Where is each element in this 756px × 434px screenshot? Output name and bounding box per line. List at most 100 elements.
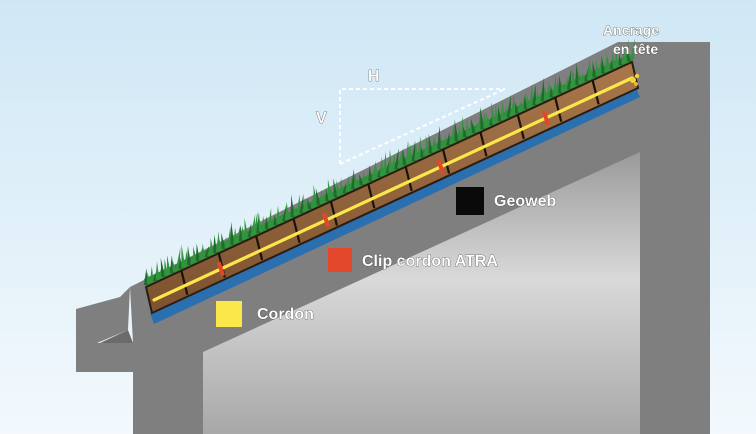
grass-blade xyxy=(526,93,531,108)
grass-blade xyxy=(195,243,200,262)
grass-blade xyxy=(353,174,358,188)
grass-blade xyxy=(313,184,318,207)
grass-blade xyxy=(261,215,266,231)
grass-blade xyxy=(589,61,594,79)
grass-blade xyxy=(563,75,569,91)
grass-blade xyxy=(227,226,232,247)
grass-blade xyxy=(480,106,485,130)
anchor-knot-3 xyxy=(634,82,638,86)
grass-blade xyxy=(382,151,387,175)
grass-blade xyxy=(210,237,215,255)
legend-swatch-clip xyxy=(328,248,352,272)
grass-blade xyxy=(581,71,586,83)
grass-blade xyxy=(540,77,545,102)
grass-blade xyxy=(595,59,600,76)
atra-clip xyxy=(541,110,551,126)
grass-blade xyxy=(485,111,491,127)
grass-blade xyxy=(411,140,416,162)
grass-blade xyxy=(532,84,537,106)
grass-blade xyxy=(626,48,632,62)
grass-blade xyxy=(172,259,177,272)
grass-blade xyxy=(514,102,519,114)
anchor-knot-2 xyxy=(634,73,640,79)
grass-blade xyxy=(555,77,560,95)
grass-blade xyxy=(572,70,577,87)
grass-blade xyxy=(264,216,269,230)
gutter-parapet xyxy=(76,287,130,372)
grass-blade xyxy=(408,143,413,163)
grass-blade xyxy=(601,55,606,74)
grass-blade xyxy=(342,183,347,194)
atra-clips xyxy=(216,110,551,277)
geoweb-divider xyxy=(591,80,600,105)
grass-blade xyxy=(293,205,298,216)
grass-blade xyxy=(192,246,197,263)
slope-hypotenuse xyxy=(339,88,506,165)
grass-blade xyxy=(466,119,471,136)
grass-blade xyxy=(414,142,419,160)
grass-blade xyxy=(368,165,373,182)
concrete-structure xyxy=(76,42,710,434)
grass-blade xyxy=(474,121,479,132)
grass-blade xyxy=(420,146,425,158)
gutter-inner-edge xyxy=(100,330,133,343)
grass-blade xyxy=(250,213,256,236)
grass-blade xyxy=(428,133,433,154)
grass-blade xyxy=(181,244,186,268)
geoweb-divider xyxy=(255,235,264,261)
grass-blade xyxy=(394,148,399,170)
grass-blade xyxy=(319,189,324,204)
grass-blade xyxy=(315,188,321,206)
grass-blade xyxy=(506,94,512,118)
grass-blade xyxy=(233,227,238,244)
grass-blade xyxy=(247,223,252,238)
grass-blade xyxy=(339,177,344,195)
grass-blade xyxy=(630,38,635,60)
grass-blade xyxy=(537,90,542,103)
grass-blade xyxy=(552,74,557,96)
grass-blade xyxy=(575,62,580,86)
grass-blade xyxy=(299,193,304,214)
grass-blade xyxy=(296,194,301,215)
grass-blade xyxy=(621,47,626,64)
grass-blade xyxy=(491,101,496,124)
geoweb-divider xyxy=(292,218,301,244)
grass-blade xyxy=(611,51,617,68)
grass-blade xyxy=(329,186,335,199)
grass-blade xyxy=(146,272,151,284)
grass-blade xyxy=(566,68,572,90)
atra-clip xyxy=(216,261,225,277)
grass-blade xyxy=(236,226,241,243)
grass-blade xyxy=(503,105,508,119)
grass-blade xyxy=(445,131,450,146)
legend-swatch-geoweb xyxy=(456,187,484,215)
grass-blade xyxy=(391,153,396,171)
grass-blade xyxy=(606,53,611,71)
grass-blade xyxy=(345,175,350,192)
atra-clip xyxy=(436,159,445,175)
grass-blade xyxy=(433,136,439,151)
geoweb-divider xyxy=(554,97,563,122)
soil-band xyxy=(144,60,640,315)
legend: Geoweb Clip cordon ATRA Cordon xyxy=(216,187,557,327)
waterproof-membrane xyxy=(150,88,640,324)
legend-label-geoweb: Geoweb xyxy=(494,193,556,210)
cordon-line xyxy=(152,76,634,302)
grass-blade xyxy=(224,237,229,248)
grass-blade xyxy=(543,85,548,100)
legend-item-cordon: Cordon xyxy=(216,301,314,327)
grass-blade xyxy=(351,169,356,190)
geoweb-divider xyxy=(180,270,189,295)
geoweb-divider xyxy=(516,114,525,140)
anchor-label-line1: Ancrage xyxy=(603,22,659,38)
grass-blade xyxy=(276,205,281,224)
grass-blade xyxy=(160,257,166,278)
grass-blade xyxy=(440,137,445,148)
grass-blade xyxy=(517,100,522,112)
grass-blade xyxy=(307,197,312,210)
grass-blade xyxy=(253,211,258,235)
grass-blade xyxy=(454,119,459,142)
grass-blade xyxy=(336,180,341,196)
grass-blade xyxy=(284,201,289,220)
